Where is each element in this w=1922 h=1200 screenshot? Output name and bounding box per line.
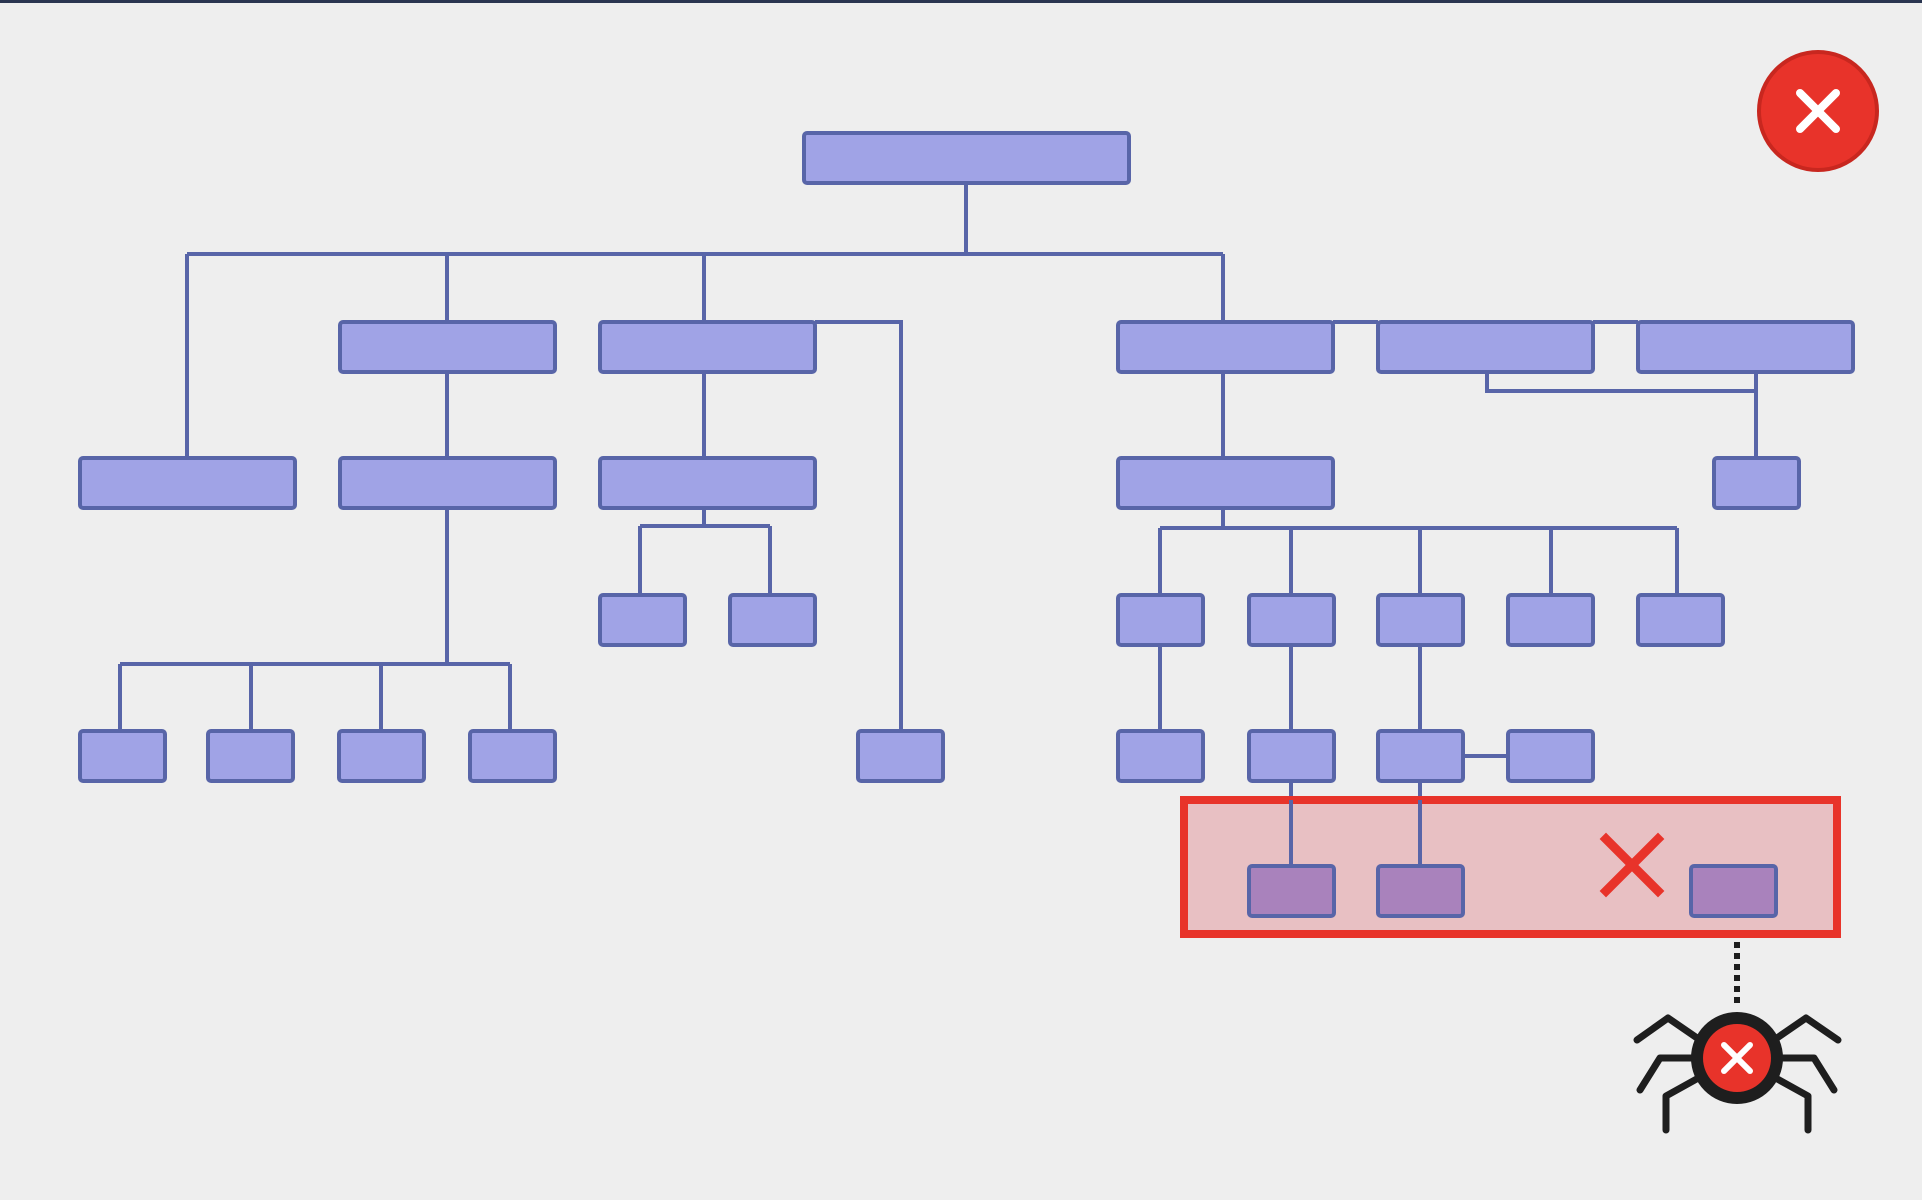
- tree-node: [598, 456, 817, 510]
- tree-node: [856, 729, 945, 783]
- spider-bug-icon: [1633, 942, 1842, 1134]
- tree-node: [1116, 729, 1205, 783]
- tree-node: [1506, 593, 1595, 647]
- close-icon[interactable]: [1757, 50, 1879, 172]
- tree-node: [1636, 593, 1725, 647]
- window-top-border: [0, 0, 1922, 3]
- tree-node: [802, 131, 1131, 185]
- tree-node: [468, 729, 557, 783]
- tree-links: [118, 183, 1758, 800]
- tree-node: [1376, 320, 1595, 374]
- tree-node: [598, 593, 687, 647]
- faulty-node: [1689, 864, 1778, 918]
- tree-node: [206, 729, 295, 783]
- faulty-links: [1289, 800, 1422, 866]
- tree-node: [1376, 593, 1465, 647]
- tree-node: [598, 320, 817, 374]
- tree-node: [1247, 729, 1336, 783]
- tree-node: [1376, 729, 1465, 783]
- tree-link: [815, 320, 903, 731]
- tree-node: [337, 729, 426, 783]
- faulty-node: [1376, 864, 1465, 918]
- tree-node: [1116, 320, 1335, 374]
- tree-node: [1116, 456, 1335, 510]
- tree-node: [1636, 320, 1855, 374]
- tree-node: [728, 593, 817, 647]
- tree-nodes: [78, 131, 1855, 918]
- tree-node: [1247, 593, 1336, 647]
- tree-node: [338, 320, 557, 374]
- tree-node: [78, 456, 297, 510]
- tree-node: [1116, 593, 1205, 647]
- tree-node: [1506, 729, 1595, 783]
- tree-node: [1712, 456, 1801, 510]
- tree-node: [78, 729, 167, 783]
- tree-node: [338, 456, 557, 510]
- faulty-node: [1247, 864, 1336, 918]
- x-mark-icon: [1599, 832, 1665, 898]
